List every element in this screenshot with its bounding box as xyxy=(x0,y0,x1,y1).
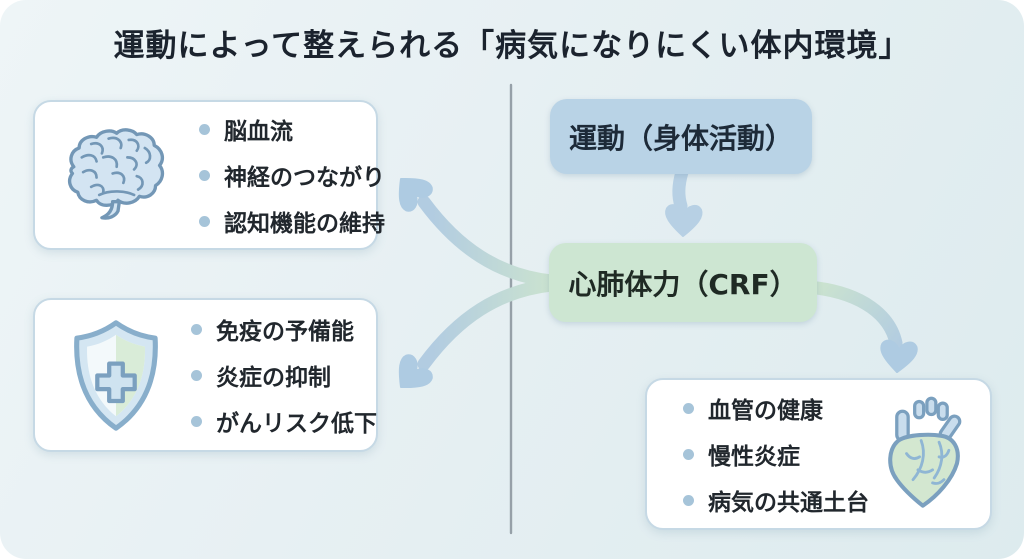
bullet-icon xyxy=(191,415,202,427)
immune-benefit-list: 免疫の予備能 炎症の抑制 がんリスク低下 xyxy=(191,312,377,438)
list-item: 神経のつながり xyxy=(199,158,385,192)
crf-node-label: 心肺体力（CRF） xyxy=(568,267,798,301)
list-item: 病気の共通土台 xyxy=(683,483,869,517)
benefit-label: 認知機能の維持 xyxy=(224,211,385,237)
list-item: 慢性炎症 xyxy=(683,437,869,471)
exercise-node-label: 運動（身体活動） xyxy=(568,121,793,155)
shield-cross-icon xyxy=(74,319,158,431)
list-item: がんリスク低下 xyxy=(191,404,377,438)
arrow-crf-to-brain xyxy=(398,177,558,288)
benefit-label: 神経のつながり xyxy=(224,165,385,191)
brain-benefit-list: 脳血流 神経のつながり 認知機能の維持 xyxy=(199,112,385,238)
arrow-exercise-to-crf xyxy=(665,165,703,237)
arrow-crf-to-immune xyxy=(398,278,558,389)
diagram-title: 運動によって整えられる「病気になりにくい体内環境」 xyxy=(113,28,911,64)
bullet-icon xyxy=(199,123,210,135)
list-item: 免疫の予備能 xyxy=(191,312,377,346)
list-item: 脳血流 xyxy=(199,112,385,146)
list-item: 炎症の抑制 xyxy=(191,358,377,392)
brain-icon xyxy=(67,127,165,220)
crf-node: 心肺体力（CRF） xyxy=(549,243,817,322)
benefit-label: 免疫の予備能 xyxy=(216,319,354,345)
bullet-icon xyxy=(683,494,694,506)
benefit-label: 慢性炎症 xyxy=(708,444,800,470)
brain-benefits-panel: 脳血流 神経のつながり 認知機能の維持 xyxy=(33,100,385,250)
benefit-label: 炎症の抑制 xyxy=(216,365,331,391)
benefit-label: がんリスク低下 xyxy=(216,411,377,437)
anatomical-heart-icon xyxy=(888,396,962,508)
arrow-crf-to-heart xyxy=(810,281,918,373)
bullet-icon xyxy=(191,323,202,335)
bullet-icon xyxy=(683,448,694,460)
list-item: 認知機能の維持 xyxy=(199,204,385,238)
benefit-label: 血管の健康 xyxy=(708,398,823,424)
immune-benefits-panel: 免疫の予備能 炎症の抑制 がんリスク低下 xyxy=(33,298,378,452)
list-item: 血管の健康 xyxy=(683,391,869,425)
exercise-node: 運動（身体活動） xyxy=(550,99,812,174)
cardio-benefit-list: 血管の健康 慢性炎症 病気の共通土台 xyxy=(683,391,869,517)
benefit-label: 病気の共通土台 xyxy=(708,490,869,516)
bullet-icon xyxy=(199,215,210,227)
bullet-icon xyxy=(683,402,694,414)
bullet-icon xyxy=(191,369,202,381)
cardio-benefits-panel: 血管の健康 慢性炎症 病気の共通土台 xyxy=(645,378,992,530)
bullet-icon xyxy=(199,169,210,181)
benefit-label: 脳血流 xyxy=(224,119,293,145)
